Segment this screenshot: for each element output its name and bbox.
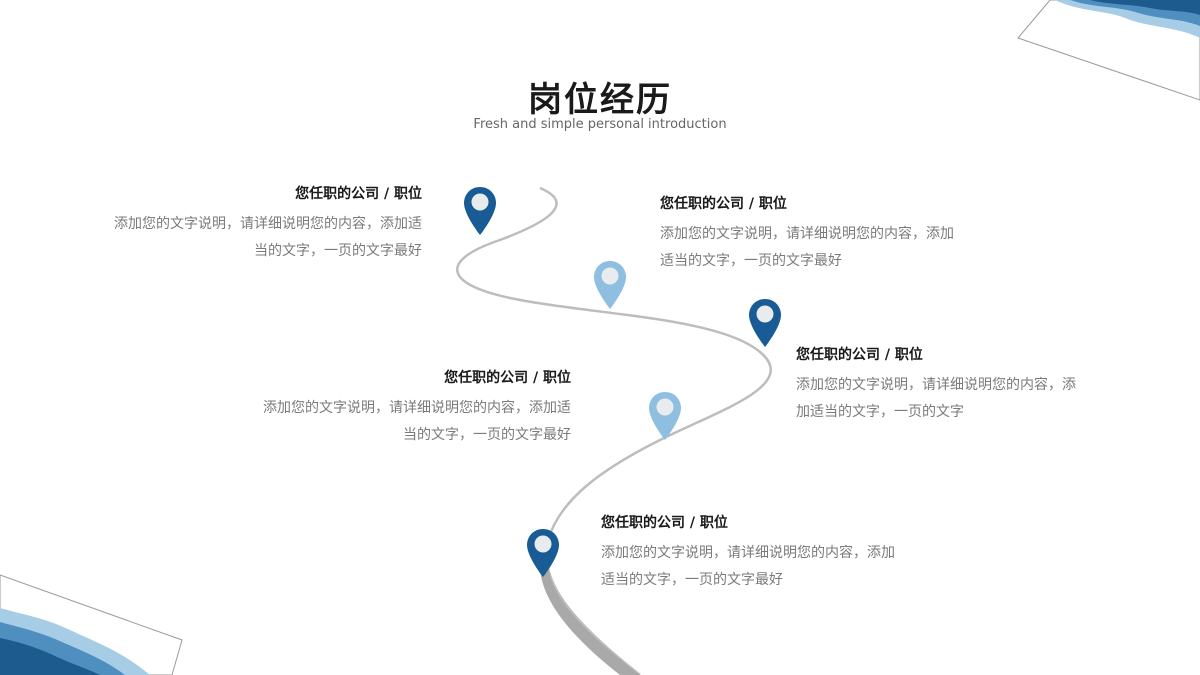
map-pin-icon	[649, 392, 681, 440]
bottom-left-wave-decoration	[0, 574, 183, 675]
page-subtitle: Fresh and simple personal introduction	[473, 117, 727, 132]
entry-description: 添加您的文字说明，请详细说明您的内容，添加适 当的文字，一页的文字最好	[229, 395, 571, 449]
entry-description: 添加您的文字说明，请详细说明您的内容，添加 适当的文字，一页的文字最好	[660, 221, 1000, 275]
map-pin-icon	[464, 187, 496, 235]
entry-heading: 您任职的公司 / 职位	[295, 186, 422, 202]
entry-heading: 您任职的公司 / 职位	[660, 196, 787, 212]
entry-line: 添加您的文字说明，请详细说明您的内容，添加适	[114, 216, 422, 232]
entry-line: 添加您的文字说明，请详细说明您的内容，添加	[601, 545, 895, 561]
entry-line: 加适当的文字，一页的文字	[796, 404, 964, 420]
entry-line: 适当的文字，一页的文字最好	[660, 253, 842, 269]
map-pin-icon	[527, 529, 559, 577]
map-pin-icon	[594, 261, 626, 309]
timeline-entry-1: 您任职的公司 / 职位 添加您的文字说明，请详细说明您的内容，添加适 当的文字，…	[80, 183, 422, 265]
entry-description: 添加您的文字说明，请详细说明您的内容，添加 适当的文字，一页的文字最好	[601, 540, 941, 594]
entry-heading: 您任职的公司 / 职位	[601, 515, 728, 531]
entry-heading: 您任职的公司 / 职位	[444, 370, 571, 386]
timeline-entry-4: 您任职的公司 / 职位 添加您的文字说明，请详细说明您的内容，添加适 当的文字，…	[229, 367, 571, 449]
entry-description: 添加您的文字说明，请详细说明您的内容，添 加适当的文字，一页的文字	[796, 372, 1126, 426]
entry-line: 添加您的文字说明，请详细说明您的内容，添加	[660, 226, 954, 242]
map-pin-icon	[749, 299, 781, 347]
timeline-entry-2: 您任职的公司 / 职位 添加您的文字说明，请详细说明您的内容，添加 适当的文字，…	[660, 193, 1000, 275]
entry-line: 添加您的文字说明，请详细说明您的内容，添	[796, 377, 1076, 393]
page-title: 岗位经历	[528, 80, 672, 120]
entry-line: 当的文字，一页的文字最好	[403, 427, 571, 443]
entry-line: 适当的文字，一页的文字最好	[601, 572, 783, 588]
entry-heading: 您任职的公司 / 职位	[796, 347, 923, 363]
entry-line: 当的文字，一页的文字最好	[254, 243, 422, 259]
entry-line: 添加您的文字说明，请详细说明您的内容，添加适	[263, 400, 571, 416]
entry-description: 添加您的文字说明，请详细说明您的内容，添加适 当的文字，一页的文字最好	[80, 211, 422, 265]
top-right-wave-decoration	[1017, 0, 1200, 101]
timeline-entry-3: 您任职的公司 / 职位 添加您的文字说明，请详细说明您的内容，添 加适当的文字，…	[796, 344, 1126, 426]
timeline-entry-5: 您任职的公司 / 职位 添加您的文字说明，请详细说明您的内容，添加 适当的文字，…	[601, 512, 941, 594]
